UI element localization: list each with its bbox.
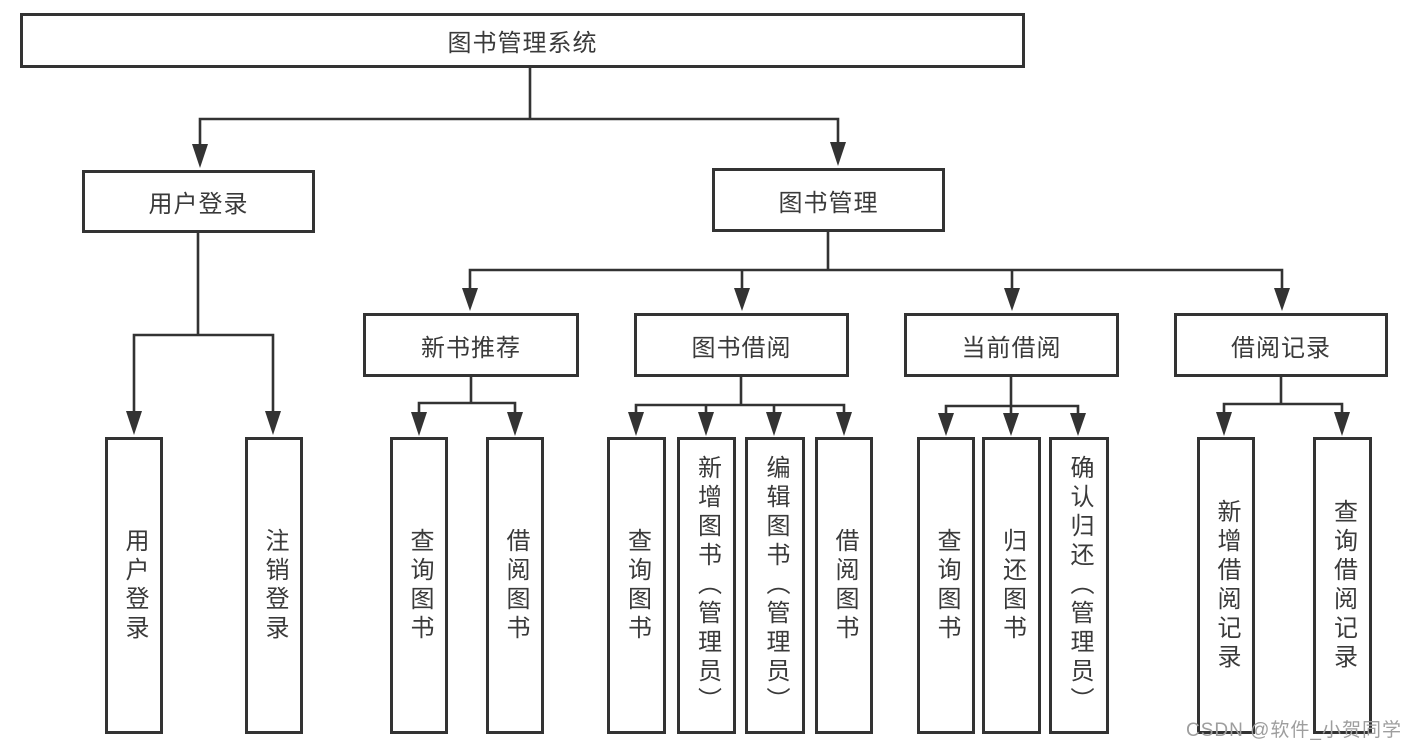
node-label: 查询借阅记录 — [1329, 498, 1357, 673]
watermark: CSDN @软件_小贺同学 — [1186, 720, 1402, 741]
arrow-down-icon — [938, 413, 954, 436]
node-label: 新书推荐 — [421, 334, 521, 362]
node-label: 查询图书 — [933, 527, 960, 644]
arrow-down-icon — [1070, 413, 1086, 436]
node-label: 用户登录 — [148, 191, 249, 218]
node-new-book-recommend: 新书推荐 — [363, 313, 579, 377]
node-user-login: 用户登录 — [82, 170, 315, 233]
node-label: 图书管理 — [778, 189, 879, 217]
arrow-down-icon — [734, 288, 750, 311]
arrow-down-icon — [766, 412, 782, 436]
connector-records-to-leaves — [1222, 375, 1344, 414]
arrow-down-icon — [507, 412, 523, 436]
node-borrow-records: 借阅记录 — [1174, 313, 1388, 377]
node-label: 查询图书 — [623, 527, 651, 644]
arrow-down-icon — [1004, 288, 1020, 311]
node-leaf-query-books-2: 查询图书 — [607, 437, 666, 734]
node-book-borrow: 图书借阅 — [634, 313, 849, 377]
node-leaf-borrow-books-2: 借阅图书 — [815, 437, 873, 734]
node-leaf-confirm-return-admin: 确认归还（管理员） — [1049, 437, 1109, 734]
node-label: 新增借阅记录 — [1213, 498, 1240, 673]
node-root: 图书管理系统 — [20, 13, 1025, 68]
arrow-down-icon — [462, 288, 478, 311]
node-leaf-query-books-1: 查询图书 — [390, 437, 448, 734]
connector-borrow-to-leaves — [634, 375, 846, 414]
arrow-down-icon — [830, 142, 846, 166]
connector-user-login-to-leaves — [132, 231, 275, 413]
node-label: 新增图书（管理员） — [693, 455, 721, 716]
node-label: 用户登录 — [121, 527, 148, 644]
arrow-down-icon — [628, 412, 644, 436]
arrow-down-icon — [265, 411, 281, 435]
node-label: 归还图书 — [998, 527, 1026, 644]
node-leaf-add-borrow-record: 新增借阅记录 — [1197, 437, 1255, 734]
node-label: 当前借阅 — [961, 334, 1062, 362]
node-leaf-add-book-admin: 新增图书（管理员） — [677, 437, 736, 734]
node-leaf-borrow-books-1: 借阅图书 — [486, 437, 544, 734]
node-leaf-user-login: 用户登录 — [105, 437, 163, 734]
arrow-down-icon — [1334, 412, 1350, 436]
node-leaf-query-books-3: 查询图书 — [917, 437, 975, 734]
node-label: 借阅图书 — [502, 527, 529, 644]
node-leaf-query-borrow-record: 查询借阅记录 — [1313, 437, 1372, 734]
arrow-down-icon — [1216, 412, 1232, 436]
node-label: 图书管理系统 — [447, 30, 598, 57]
node-label: 借阅图书 — [831, 527, 858, 644]
arrow-down-icon — [698, 412, 714, 436]
node-label: 注销登录 — [261, 527, 288, 644]
arrow-down-icon — [126, 411, 142, 435]
connector-recommend-to-leaves — [417, 375, 517, 414]
arrow-down-icon — [411, 412, 427, 436]
connector-current-to-leaves — [944, 375, 1080, 415]
arrow-down-icon — [1274, 288, 1290, 311]
connector-book-mgmt-to-level3 — [468, 230, 1284, 290]
node-leaf-edit-book-admin: 编辑图书（管理员） — [745, 437, 805, 734]
arrow-down-icon — [836, 412, 852, 436]
node-leaf-return-book: 归还图书 — [982, 437, 1041, 734]
arrow-down-icon — [192, 144, 208, 168]
node-label: 确认归还（管理员） — [1066, 455, 1093, 716]
node-current-borrow: 当前借阅 — [904, 313, 1119, 377]
node-label: 查询图书 — [406, 527, 433, 644]
node-book-management: 图书管理 — [712, 168, 945, 232]
node-label: 图书借阅 — [691, 334, 792, 362]
arrow-down-icon — [1003, 413, 1019, 436]
node-label: 编辑图书（管理员） — [762, 455, 789, 716]
node-label: 借阅记录 — [1231, 334, 1331, 362]
connector-root-to-level2 — [198, 66, 840, 148]
node-leaf-logout: 注销登录 — [245, 437, 303, 734]
